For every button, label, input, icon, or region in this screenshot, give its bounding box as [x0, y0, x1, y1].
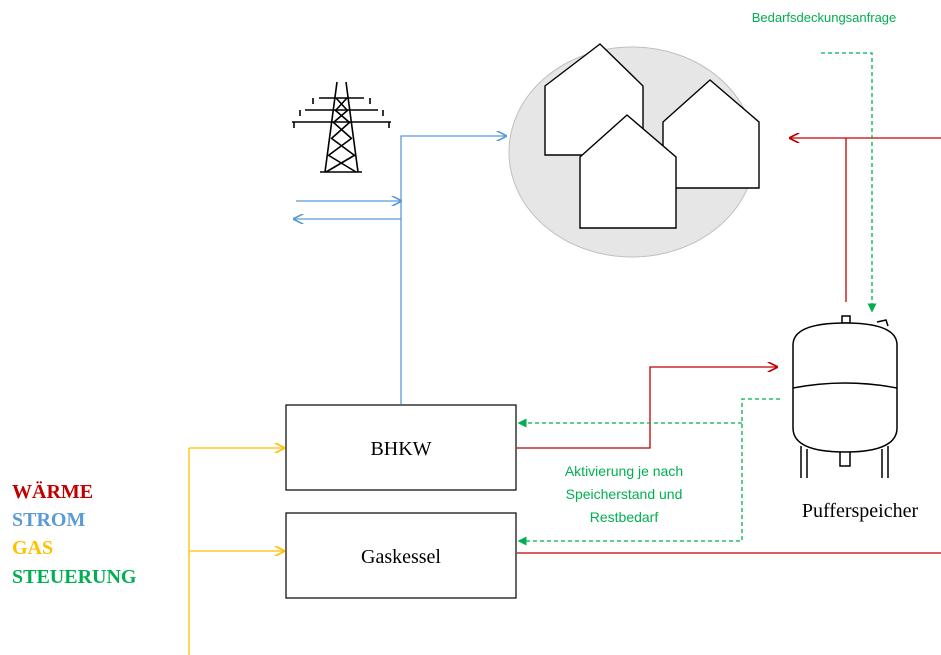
legend-steuerung: STEUERUNG — [12, 566, 137, 588]
demand-request-label: Bedarfsdeckungsanfrage — [752, 10, 897, 25]
power-pylon-icon — [292, 81, 391, 173]
activation-label-line2: Speicherstand und — [566, 486, 683, 502]
houses-icon — [508, 43, 760, 258]
buffer-tank-icon — [792, 315, 898, 478]
bhkw-label: BHKW — [370, 438, 431, 460]
legend-gas: GAS — [12, 537, 53, 559]
heat-flow — [517, 138, 941, 554]
legend-strom: STROM — [12, 509, 85, 531]
gas-flow — [188, 448, 284, 655]
bhkw-box — [285, 404, 517, 491]
legend-waerme: WÄRME — [12, 480, 93, 503]
activation-label-line1: Aktivierung je nach — [565, 463, 683, 479]
activation-label-line3: Restbedarf — [590, 509, 659, 525]
gaskessel-label: Gaskessel — [361, 546, 441, 568]
control-flow — [517, 52, 877, 546]
gaskessel-box — [285, 512, 517, 599]
legend: WÄRME STROM GAS STEUERUNG — [12, 480, 137, 588]
electricity-flow — [294, 136, 506, 404]
pufferspeicher-label: Pufferspeicher — [802, 500, 919, 522]
